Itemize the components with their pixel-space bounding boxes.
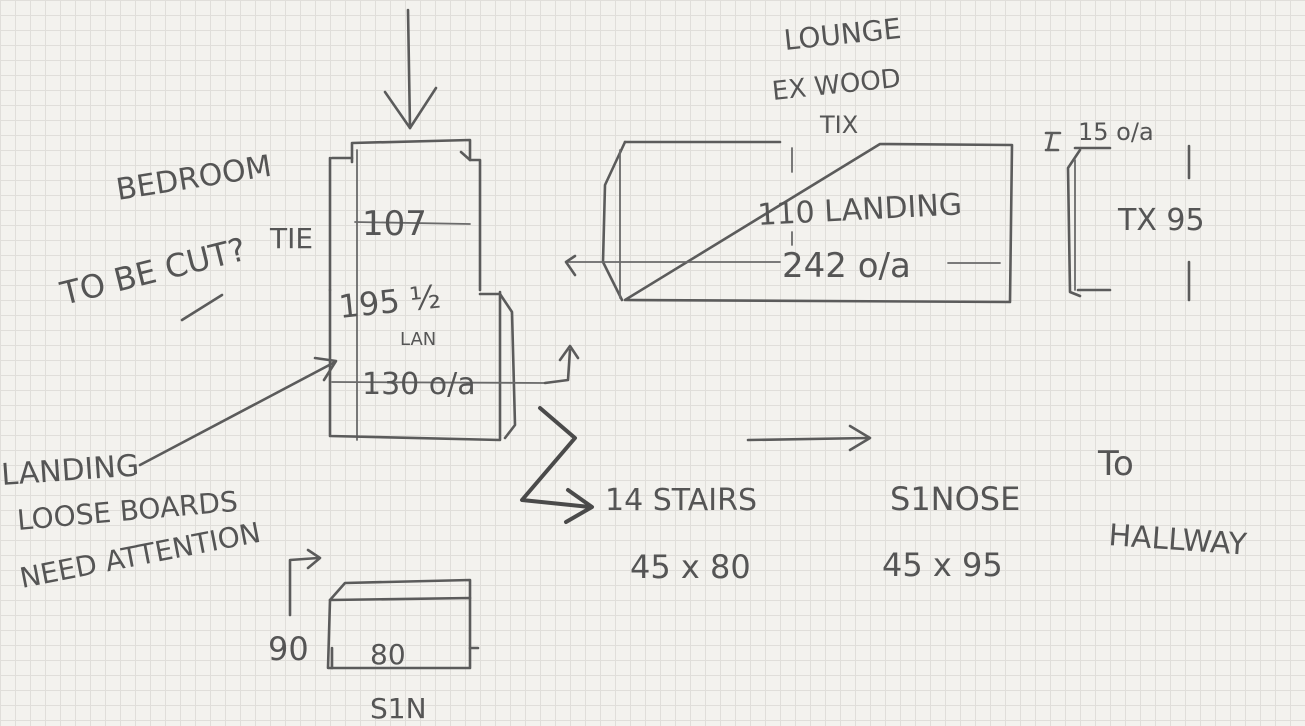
dim-95: TX 95	[1117, 203, 1205, 238]
dim-130: 130 o/a	[362, 367, 476, 402]
stairs-arrow	[520, 406, 594, 524]
lower-room-outline	[328, 288, 580, 442]
stairs-line2: 45 x 80	[630, 548, 751, 586]
bottom-left-box	[288, 548, 480, 670]
lounge-line1: LOUNGE	[782, 12, 902, 57]
bedroom-label: BEDROOM	[114, 149, 274, 208]
lounge-landing-rect	[564, 140, 1014, 304]
stairs-line1: 14 STAIRS	[605, 483, 757, 518]
tie-label: TIE	[269, 222, 313, 255]
s1n-label: S1N	[370, 692, 427, 725]
slash-mark	[180, 293, 224, 322]
dim-242: 242 o/a	[782, 246, 911, 286]
tobecut-label: TO BE CUT?	[56, 230, 250, 313]
nose-line2: 45 x 95	[882, 546, 1003, 584]
nose-arrow	[746, 424, 872, 452]
hallway-label: HALLWAY	[1107, 518, 1248, 563]
lounge-line3: TIX	[819, 111, 858, 139]
dim-195: 195 ½	[337, 277, 443, 325]
dim-15: 15 o/a	[1078, 118, 1154, 146]
landing-note-line1: LANDING	[0, 448, 140, 493]
lan-label: LAN	[400, 329, 436, 350]
lounge-line2: EX WOOD	[771, 64, 903, 107]
dim-80: 80	[370, 638, 406, 671]
upper-room-outline	[328, 138, 482, 441]
side-elevation	[1044, 131, 1191, 302]
dim-90: 90	[268, 630, 309, 668]
landing-leader-arrow	[138, 356, 338, 467]
to-label: To	[1097, 444, 1134, 484]
down-arrow	[383, 8, 438, 130]
dim-107: 107	[362, 204, 427, 244]
nose-line1: S1NOSE	[890, 480, 1020, 518]
landing-110: 110 LANDING	[757, 187, 963, 233]
